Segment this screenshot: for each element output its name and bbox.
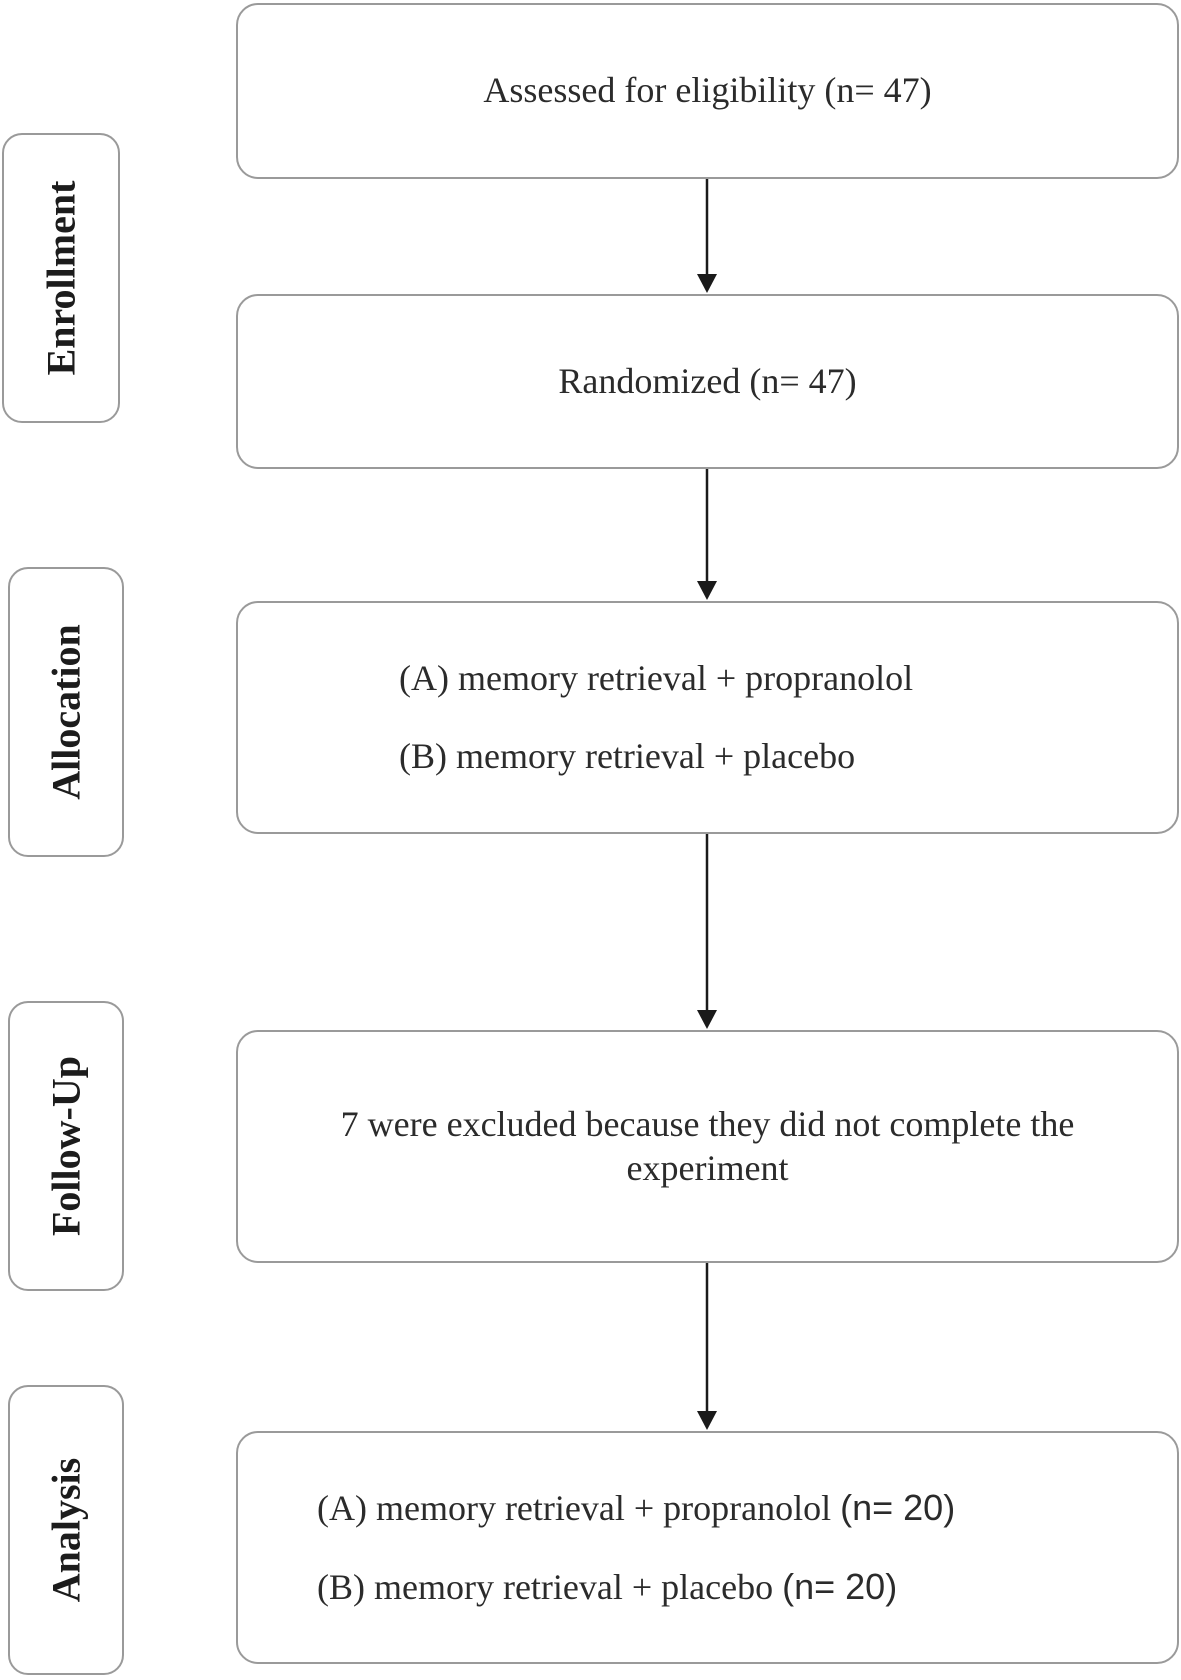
analysis-group-a-label: (A) memory retrieval + propranolol (317, 1488, 832, 1529)
analysis-group-a-count: (n= 20) (840, 1487, 956, 1529)
analysis-group-b-label: (B) memory retrieval + placebo (317, 1566, 774, 1607)
allocation-group-a: (A) memory retrieval + propranolol (399, 658, 914, 699)
analysis-box: (A) memory retrieval + propranolol (n= 2… (236, 1431, 1179, 1664)
randomized-box: Randomized (n= 47) (236, 294, 1179, 469)
assessed-text: Assessed for eligibility (n= 47) (483, 70, 932, 111)
arrowhead-follow-up-to-analysis (697, 1411, 717, 1430)
follow-up-text-line1: 7 were excluded because they did not com… (340, 1104, 1075, 1145)
allocation-box: (A) memory retrieval + propranolol (B) m… (236, 601, 1179, 834)
analysis-group-b: (B) memory retrieval + placebo (n= 20) (317, 1565, 1177, 1609)
arrowhead-randomized-to-allocation (697, 581, 717, 600)
stage-tab-follow-up: Follow-Up (8, 1001, 124, 1291)
allocation-group-b: (B) memory retrieval + placebo (399, 735, 856, 776)
stage-tab-allocation: Allocation (8, 567, 124, 857)
stage-tab-enrollment: Enrollment (2, 133, 120, 423)
arrowhead-allocation-to-follow-up (697, 1010, 717, 1029)
arrowhead-assessed-to-randomized (697, 274, 717, 293)
assessed-box: Assessed for eligibility (n= 47) (236, 3, 1179, 179)
randomized-text: Randomized (n= 47) (558, 360, 857, 401)
analysis-group-a: (A) memory retrieval + propranolol (n= 2… (317, 1486, 1177, 1530)
follow-up-text-line2: experiment (626, 1147, 789, 1188)
stage-tab-analysis: Analysis (8, 1385, 124, 1675)
analysis-group-b-count: (n= 20) (782, 1565, 898, 1607)
follow-up-box: 7 were excluded because they did not com… (236, 1030, 1179, 1263)
